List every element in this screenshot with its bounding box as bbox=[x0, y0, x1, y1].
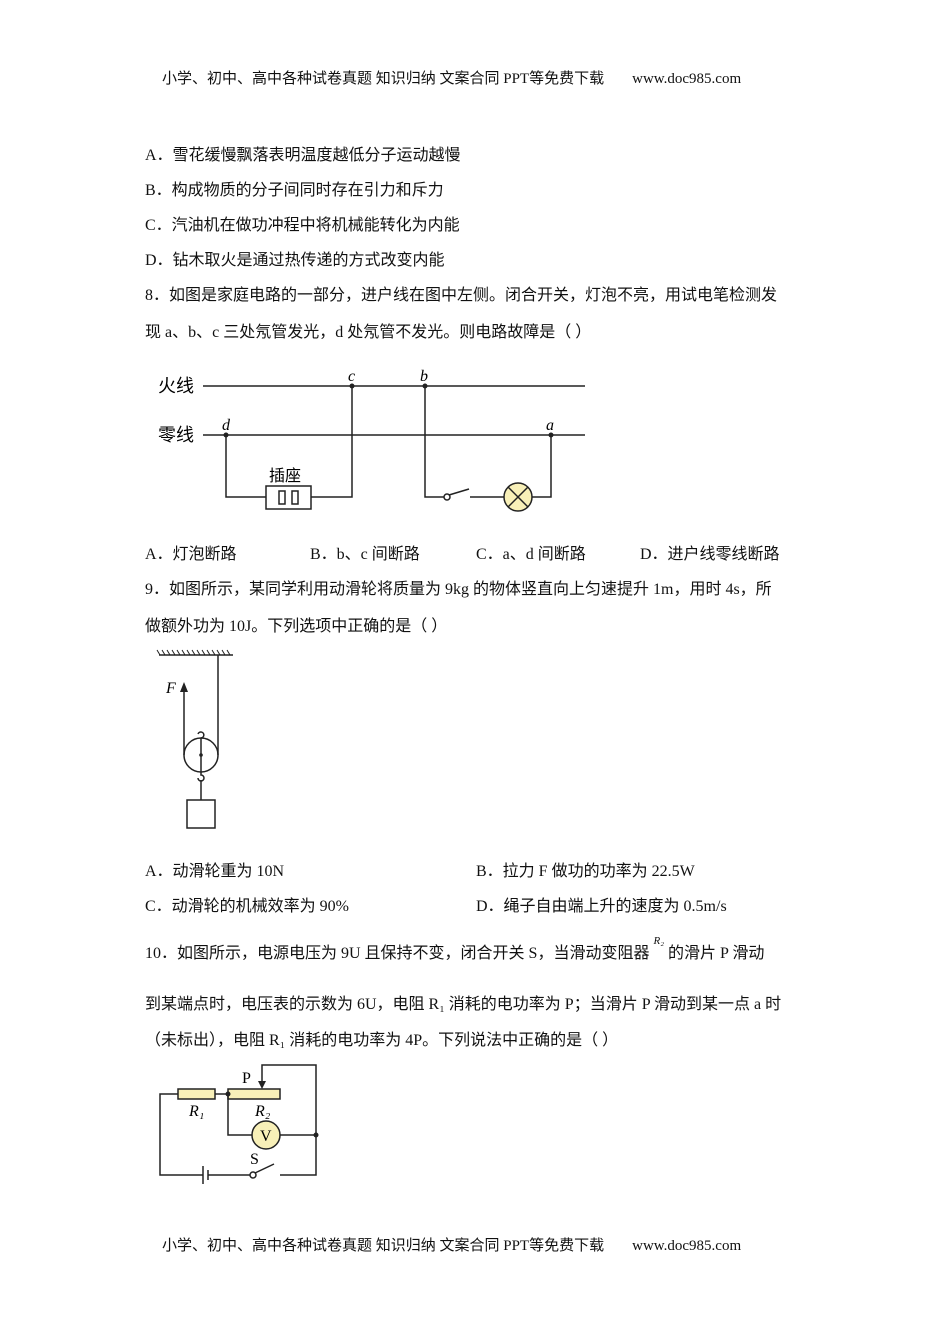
q7-option-c: C．汽油机在做功冲程中将机械能转化为内能 bbox=[145, 217, 460, 234]
q9-option-a: A．动滑轮重为 10N bbox=[145, 863, 285, 880]
q8-stem-line2: 现 a、b、c 三处氖管发光，d 处氖管不发光。则电路故障是（ ） bbox=[145, 324, 592, 341]
slider-label: P bbox=[242, 1070, 251, 1087]
q10-stem-part2: 的滑片 P 滑动 bbox=[668, 945, 765, 962]
q10-stem-line2: 到某端点时，电压表的示数为 6U，电阻 R₁ 消耗的电功率为 P；当滑片 P 滑… bbox=[145, 996, 782, 1013]
r1-label: R₁ bbox=[188, 1103, 204, 1120]
socket bbox=[265, 485, 312, 510]
load-block bbox=[186, 799, 216, 829]
point-b: b bbox=[420, 368, 428, 385]
force-label: F bbox=[165, 680, 176, 697]
q7-option-a: A．雪花缓慢飘落表明温度越低分子运动越慢 bbox=[145, 147, 461, 164]
point-c: c bbox=[348, 368, 355, 385]
q8-stem-line1: 8．如图是家庭电路的一部分，进户线在图中左侧。闭合开关，灯泡不亮，用试电笔检测发 bbox=[145, 287, 778, 304]
point-a: a bbox=[546, 417, 554, 434]
rheostat-r2 bbox=[227, 1088, 281, 1100]
header-site[interactable]: www.doc985.com bbox=[632, 71, 742, 87]
footer-text: 小学、初中、高中各种试卷真题 知识归纳 文案合同 PPT等免费下载 bbox=[162, 1238, 605, 1254]
page-header: 小学、初中、高中各种试卷真题 知识归纳 文案合同 PPT等免费下载 www.doc… bbox=[162, 69, 741, 89]
pulley-diagram bbox=[156, 649, 233, 829]
q10-r2-superscript: R₂ bbox=[653, 935, 665, 947]
series-circuit-diagram bbox=[159, 1064, 317, 1184]
switch bbox=[443, 493, 451, 501]
q10-stem-part1: 10．如图所示，电源电压为 9U 且保持不变，闭合开关 S，当滑动变阻器 bbox=[145, 945, 650, 962]
q9-stem-line2: 做额外功为 10J。下列选项中正确的是（ ） bbox=[145, 618, 448, 635]
q9-option-c: C．动滑轮的机械效率为 90% bbox=[145, 898, 350, 915]
voltmeter-label: V bbox=[260, 1128, 272, 1145]
q8-option-a: A．灯泡断路 bbox=[145, 546, 237, 563]
q7-option-d: D．钻木取火是通过热传递的方式改变内能 bbox=[145, 252, 445, 269]
switch-label: S bbox=[250, 1151, 259, 1168]
page-footer: 小学、初中、高中各种试卷真题 知识归纳 文案合同 PPT等免费下载 www.doc… bbox=[162, 1236, 741, 1256]
slider-arrow-icon bbox=[258, 1081, 266, 1089]
r2-label: R₂ bbox=[254, 1103, 271, 1120]
resistor-r1 bbox=[177, 1088, 216, 1100]
q9-stem-line1: 9．如图所示，某同学利用动滑轮将质量为 9kg 的物体竖直向上匀速提升 1m，用… bbox=[145, 581, 772, 598]
q8-option-d: D．进户线零线断路 bbox=[640, 546, 780, 563]
q9-option-b: B．拉力 F 做功的功率为 22.5W bbox=[476, 863, 695, 880]
q7-option-b: B．构成物质的分子间同时存在引力和斥力 bbox=[145, 182, 444, 199]
live-wire-label: 火线 bbox=[158, 376, 194, 396]
force-arrow-icon bbox=[180, 682, 188, 692]
q8-option-b: B．b、c 间断路 bbox=[310, 546, 420, 563]
q8-option-c: C．a、d 间断路 bbox=[476, 546, 586, 563]
neutral-wire-label: 零线 bbox=[158, 425, 194, 445]
q10-stem-line1: 10．如图所示，电源电压为 9U 且保持不变，闭合开关 S，当滑动变阻器R₂的滑… bbox=[145, 935, 765, 965]
point-d: d bbox=[222, 417, 231, 434]
q9-option-d: D．绳子自由端上升的速度为 0.5m/s bbox=[476, 898, 727, 915]
header-text: 小学、初中、高中各种试卷真题 知识归纳 文案合同 PPT等免费下载 bbox=[162, 71, 605, 87]
socket-label: 插座 bbox=[269, 467, 301, 485]
q10-stem-line3: （未标出），电阻 R₁ 消耗的电功率为 4P。下列说法中正确的是（ ） bbox=[145, 1032, 619, 1049]
footer-site[interactable]: www.doc985.com bbox=[632, 1238, 742, 1254]
